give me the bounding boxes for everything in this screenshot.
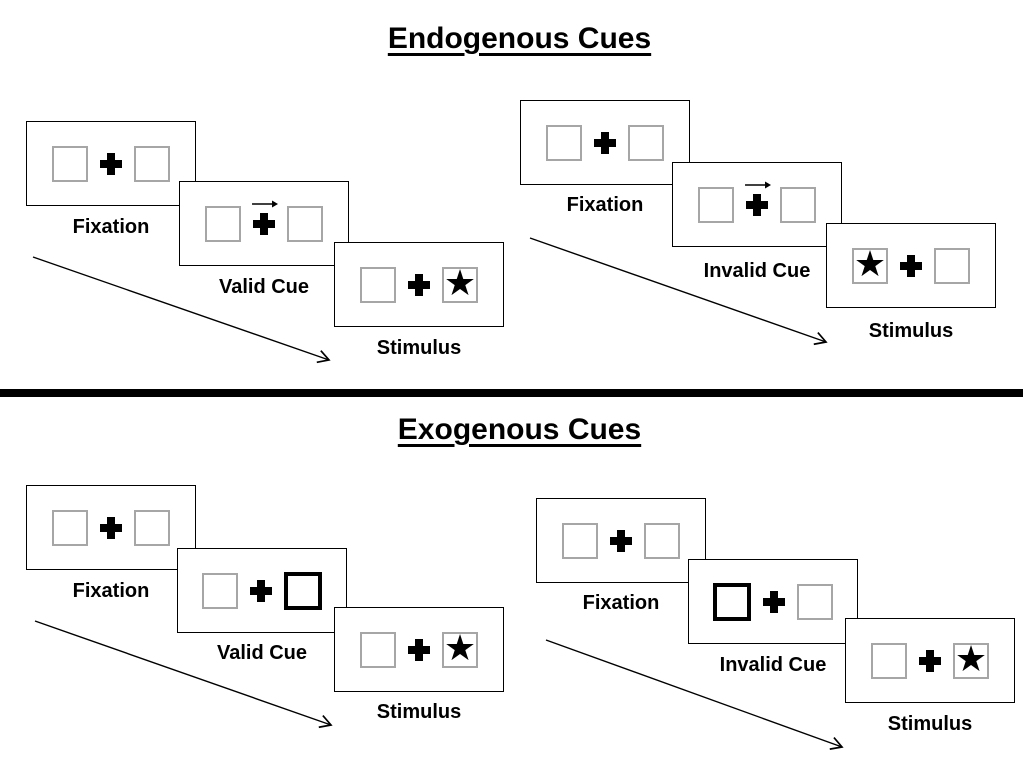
cross-wrap — [594, 131, 616, 154]
stimulus-screen: ★ — [826, 223, 996, 308]
cross-wrap — [763, 590, 785, 613]
left-box — [52, 509, 88, 546]
left-box — [360, 266, 396, 303]
right-box — [934, 247, 970, 284]
left-box — [698, 186, 734, 223]
cross-wrap — [100, 152, 122, 175]
progression-arrow — [32, 256, 331, 364]
section-title-exogenous: Exogenous Cues — [397, 413, 642, 446]
target-star-icon: ★ — [443, 262, 477, 304]
fixation-cross-icon — [100, 516, 122, 539]
fixation-screen — [536, 498, 706, 583]
cue-screen — [179, 181, 349, 266]
right-box: ★ — [442, 262, 478, 304]
right-box — [134, 509, 170, 546]
target-star-icon: ★ — [853, 243, 887, 285]
section-divider — [0, 389, 1023, 397]
fixation-cross-icon — [253, 212, 275, 235]
cross-wrap — [745, 181, 772, 216]
section-title-endogenous: Endogenous Cues — [387, 22, 652, 55]
cross-wrap — [408, 273, 430, 296]
cross-wrap — [408, 638, 430, 661]
left-box — [546, 124, 582, 161]
right-box: ★ — [953, 638, 989, 680]
cue-screen — [672, 162, 842, 247]
fixation-cross-icon — [408, 273, 430, 296]
stimulus-screen: ★ — [334, 242, 504, 327]
right-box — [644, 522, 680, 559]
stimulus-screen: ★ — [845, 618, 1015, 703]
cue-arrow-icon — [745, 181, 772, 188]
right-box — [628, 124, 664, 161]
cross-wrap — [900, 254, 922, 277]
fixation-cross-icon — [100, 152, 122, 175]
fixation-cross-icon — [408, 638, 430, 661]
cross-wrap — [100, 516, 122, 539]
fixation-cross-icon — [250, 579, 272, 602]
left-box — [202, 572, 238, 609]
cross-wrap — [610, 529, 632, 552]
fixation-cross-icon — [610, 529, 632, 552]
right-box — [287, 205, 323, 242]
highlighted-cue-box — [284, 571, 322, 610]
fixation-screen — [520, 100, 690, 185]
fixation-screen — [26, 485, 196, 570]
target-star-icon: ★ — [954, 638, 988, 680]
right-box — [797, 583, 833, 620]
left-box — [871, 642, 907, 679]
progression-arrow — [529, 237, 828, 346]
cue-screen — [688, 559, 858, 644]
right-box — [134, 145, 170, 182]
progression-arrow — [34, 620, 333, 729]
fixation-cross-icon — [900, 254, 922, 277]
left-box — [205, 205, 241, 242]
fixation-cross-icon — [919, 649, 941, 672]
target-star-icon: ★ — [443, 627, 477, 669]
cross-wrap — [250, 579, 272, 602]
left-box — [562, 522, 598, 559]
fixation-screen — [26, 121, 196, 206]
fixation-cross-icon — [594, 131, 616, 154]
fixation-cross-icon — [763, 590, 785, 613]
right-box — [780, 186, 816, 223]
right-box: ★ — [442, 627, 478, 669]
fixation-cross-icon — [746, 193, 768, 216]
progression-arrow — [545, 639, 844, 750]
left-box — [52, 145, 88, 182]
highlighted-cue-box — [713, 582, 751, 621]
left-box: ★ — [852, 243, 888, 285]
cross-wrap — [919, 649, 941, 672]
cue-screen — [177, 548, 347, 633]
cross-wrap — [252, 200, 279, 235]
cue-arrow-icon — [252, 200, 279, 207]
stimulus-screen: ★ — [334, 607, 504, 692]
left-box — [360, 631, 396, 668]
